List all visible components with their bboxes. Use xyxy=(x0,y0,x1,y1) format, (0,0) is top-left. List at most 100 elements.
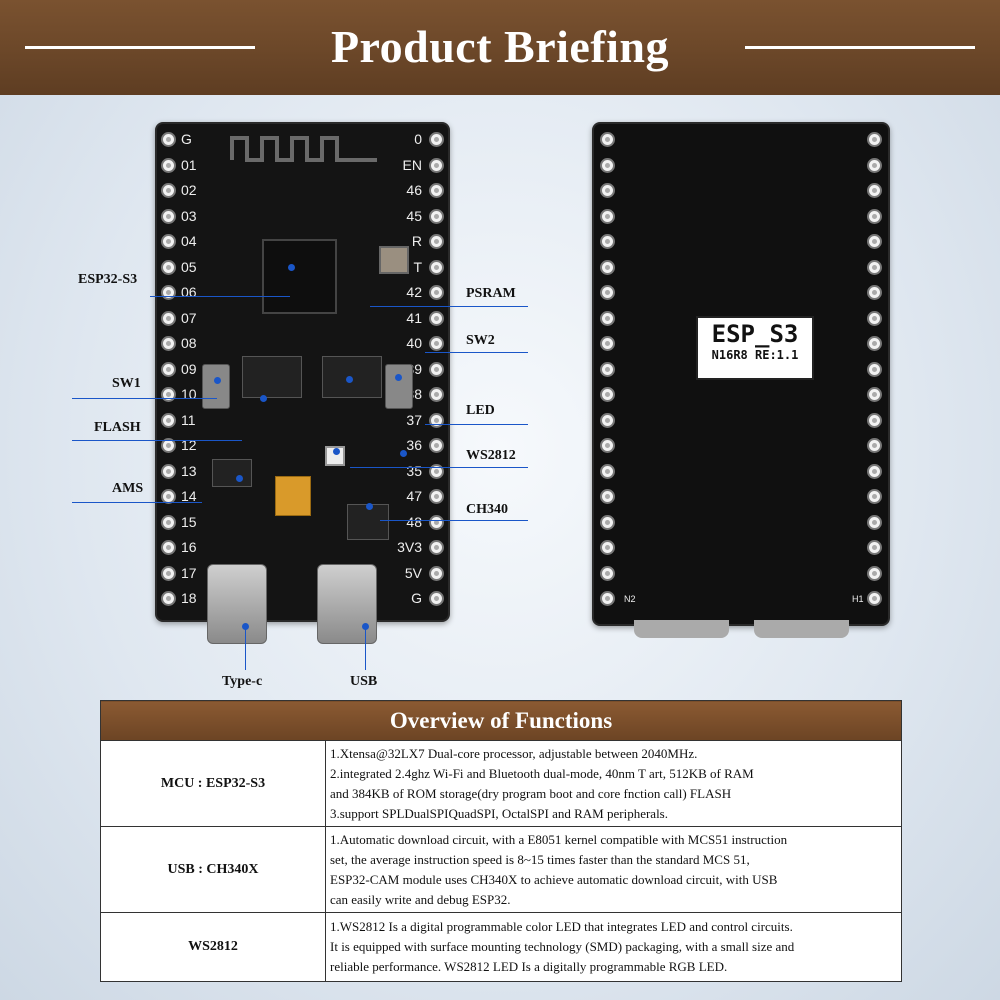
psram-dot xyxy=(346,376,353,383)
header-pin xyxy=(429,183,444,198)
header-pin xyxy=(600,438,615,453)
header-pin xyxy=(161,183,176,198)
psram-label: PSRAM xyxy=(466,286,516,301)
header-pin xyxy=(161,463,176,479)
header-pin xyxy=(867,412,882,428)
pin-label: 40 xyxy=(406,335,422,351)
header-pin xyxy=(429,387,444,402)
pin-label: 0 xyxy=(414,131,422,147)
header-pin xyxy=(161,208,176,224)
type-c-leader xyxy=(245,628,246,670)
header-pin xyxy=(161,514,176,530)
header-pin xyxy=(600,489,615,504)
header-pin xyxy=(600,157,615,173)
header-pin xyxy=(429,540,444,555)
tantalum-capacitor xyxy=(275,476,311,516)
sw1-dot xyxy=(214,377,221,384)
header-pin xyxy=(867,565,882,581)
pin-label: 18 xyxy=(181,590,197,606)
row-line: and 384KB of ROM storage(dry program boo… xyxy=(330,785,732,801)
ch340-leader xyxy=(380,520,528,521)
flash-chip xyxy=(242,356,302,398)
pin-label: 09 xyxy=(181,360,197,377)
header-pin xyxy=(867,259,882,275)
back-usb-port-right xyxy=(754,620,849,638)
pin-label: 03 xyxy=(181,207,197,224)
usb-leader xyxy=(365,628,366,670)
back-mark-left: N2 xyxy=(624,594,636,604)
ams-leader xyxy=(72,502,202,503)
ws2812-leader xyxy=(350,467,528,468)
header-pin xyxy=(600,591,615,606)
header-pin xyxy=(161,565,176,581)
esp32s3-dot xyxy=(288,264,295,271)
type-c-port xyxy=(207,564,267,644)
row-description: 1.Automatic download circuit, with a E80… xyxy=(325,826,902,914)
header-pin xyxy=(867,591,882,606)
header-pin xyxy=(867,285,882,300)
header-pin xyxy=(429,591,444,606)
ch340-dot xyxy=(366,503,373,510)
header-pin xyxy=(867,336,882,351)
header-pin xyxy=(429,463,444,479)
header-pin xyxy=(161,591,176,606)
pin-label: EN xyxy=(402,156,422,173)
header-pin xyxy=(600,132,615,147)
header-pin xyxy=(429,565,444,581)
row-name: MCU : ESP32-S3 xyxy=(100,740,326,828)
flash-label: FLASH xyxy=(94,420,141,435)
header-pin xyxy=(600,540,615,555)
row-line: 1.WS2812 Is a digital programmable color… xyxy=(330,919,793,935)
header-pin xyxy=(161,132,176,147)
sw1-label: SW1 xyxy=(112,376,141,391)
header-pin xyxy=(600,285,615,300)
row-line: It is equipped with surface mounting tec… xyxy=(330,939,795,955)
sw2-dot xyxy=(395,374,402,381)
crystal xyxy=(379,246,409,274)
pin-label: 15 xyxy=(181,513,197,530)
header-pin xyxy=(161,361,176,377)
overview-title: Overview of Functions xyxy=(100,699,902,742)
header-pin xyxy=(429,438,444,453)
usb-label: USB xyxy=(350,674,378,689)
header-pin xyxy=(867,183,882,198)
pin-label: 36 xyxy=(406,437,422,453)
row-name: WS2812 xyxy=(100,912,326,982)
header-pin xyxy=(429,234,444,249)
header-pin xyxy=(429,132,444,147)
led-leader xyxy=(425,424,528,425)
back-mark-right: H1 xyxy=(852,594,864,604)
header-pin xyxy=(161,489,176,504)
header-pin xyxy=(161,387,176,402)
header-pin xyxy=(600,361,615,377)
ch340-label: CH340 xyxy=(466,502,508,517)
page-title: Product Briefing xyxy=(330,21,670,72)
pin-label: 04 xyxy=(181,233,197,249)
header-pin xyxy=(867,514,882,530)
header-pin xyxy=(161,336,176,351)
pin-label: 46 xyxy=(406,182,422,198)
header-pin xyxy=(600,310,615,326)
sw1-leader xyxy=(72,398,217,399)
header-pin xyxy=(429,336,444,351)
header-pin xyxy=(600,565,615,581)
header-pin xyxy=(161,540,176,555)
banner-divider-left xyxy=(25,46,255,49)
ws2812-led xyxy=(325,446,345,466)
header-pin xyxy=(867,463,882,479)
header-pin xyxy=(429,412,444,428)
ws2812-dot xyxy=(333,448,340,455)
header-pin xyxy=(600,514,615,530)
pin-label: 16 xyxy=(181,539,197,555)
pin-label: 11 xyxy=(181,411,196,428)
header-pin xyxy=(161,234,176,249)
pin-label: 5V xyxy=(404,564,422,581)
header-pin xyxy=(600,208,615,224)
header-pin xyxy=(429,361,444,377)
esp32s3-label: ESP32-S3 xyxy=(78,272,138,287)
pin-label: 41 xyxy=(406,309,422,326)
pin-label: 14 xyxy=(181,488,197,504)
header-pin xyxy=(429,208,444,224)
pin-label: 37 xyxy=(406,411,422,428)
psram-leader xyxy=(370,306,528,307)
